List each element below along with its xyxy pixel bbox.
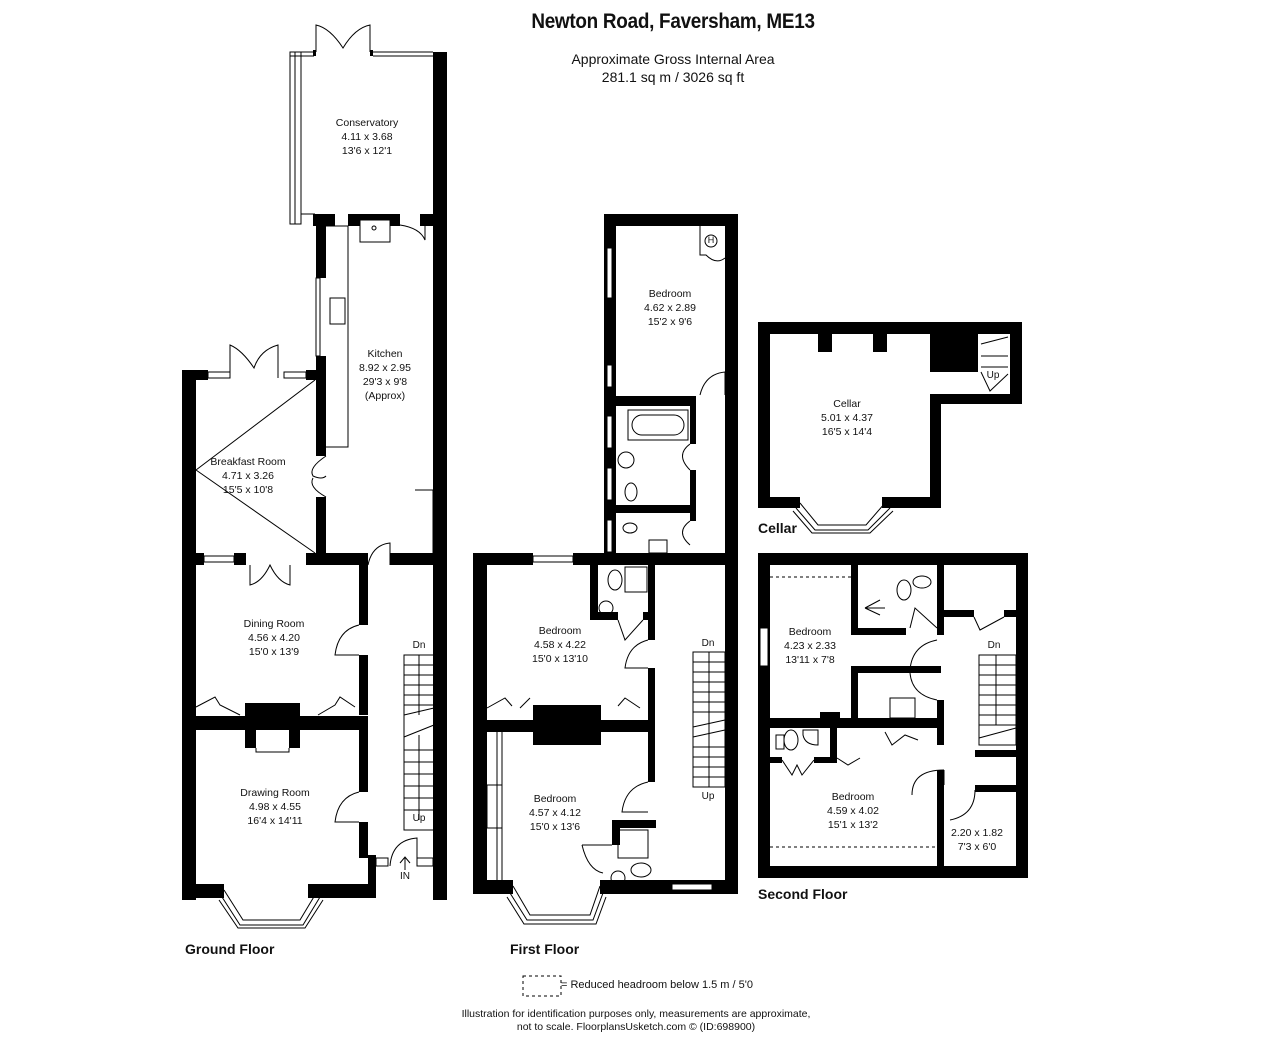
room-name: Dining Room — [243, 618, 305, 630]
room-imperial: 15'0 x 13'6 — [529, 821, 581, 833]
first-stairs — [692, 651, 726, 788]
second-stairs-down: Dn — [987, 640, 1001, 651]
room-imperial: 13'6 x 12'1 — [341, 145, 393, 157]
ground-stairs-up: Up — [412, 813, 426, 824]
room-metric: 4.59 x 4.02 — [827, 805, 879, 817]
cellar-stairs-up: Up — [986, 370, 1000, 381]
room-name: Bedroom — [538, 625, 582, 637]
room-second-store: 2.20 x 1.82 7'3 x 6'0 — [951, 826, 1003, 854]
room-metric: 4.56 x 4.20 — [248, 632, 300, 644]
room-first-bedroom-1: Bedroom 4.62 x 2.89 15'2 x 9'6 — [644, 287, 696, 329]
room-imperial: 16'4 x 14'11 — [247, 815, 303, 827]
page-title: Newton Road, Faversham, ME13 — [531, 10, 815, 33]
room-metric: 4.62 x 2.89 — [644, 302, 696, 314]
first-floor-label: First Floor — [510, 941, 580, 957]
room-name: Bedroom — [788, 626, 832, 638]
room-imperial: 7'3 x 6'0 — [957, 841, 997, 853]
conservatory-walls — [289, 24, 433, 225]
room-second-bedroom-2: Bedroom 4.59 x 4.02 15'1 x 13'2 — [827, 790, 879, 832]
disclaimer-line-1: Illustration for identification purposes… — [461, 1008, 811, 1020]
room-name: Bedroom — [648, 288, 692, 300]
room-second-bedroom-1: Bedroom 4.23 x 2.33 13'11 x 7'8 — [784, 625, 836, 667]
room-kitchen: Kitchen 8.92 x 2.95 29'3 x 9'8 (Approx) — [359, 347, 411, 403]
room-metric: 4.58 x 4.22 — [534, 639, 586, 651]
cellar-label: Cellar — [758, 520, 797, 536]
ground-stairs — [403, 654, 435, 831]
room-first-bedroom-2: Bedroom 4.58 x 4.22 15'0 x 13'10 — [532, 624, 588, 666]
room-imperial: 29'3 x 9'8 — [362, 376, 408, 388]
area-label: Approximate Gross Internal Area — [571, 51, 775, 67]
room-name: Bedroom — [831, 791, 875, 803]
room-name: Cellar — [833, 398, 861, 410]
room-name: Conservatory — [335, 117, 399, 129]
entrance-label: IN — [400, 871, 410, 882]
room-drawing: Drawing Room 4.98 x 4.55 16'4 x 14'11 — [240, 786, 309, 828]
room-metric: 4.71 x 3.26 — [222, 470, 274, 482]
room-imperial: 15'5 x 10'8 — [222, 484, 274, 496]
second-floor-label: Second Floor — [758, 886, 848, 902]
room-metric: 2.20 x 1.82 — [951, 827, 1003, 839]
boiler-icon: H — [707, 235, 715, 245]
room-breakfast: Breakfast Room 4.71 x 3.26 15'5 x 10'8 — [210, 455, 285, 497]
first-floor-plan — [473, 214, 738, 925]
room-first-bedroom-3: Bedroom 4.57 x 4.12 15'0 x 13'6 — [529, 792, 581, 834]
room-dining: Dining Room 4.56 x 4.20 15'0 x 13'9 — [244, 617, 305, 659]
cellar-plan — [758, 322, 1022, 534]
room-metric: 5.01 x 4.37 — [821, 412, 873, 424]
room-metric: 8.92 x 2.95 — [359, 362, 411, 374]
room-name: Kitchen — [367, 348, 403, 360]
ground-floor-label: Ground Floor — [185, 941, 275, 957]
room-note: (Approx) — [364, 390, 406, 402]
first-stairs-down: Dn — [701, 638, 715, 649]
second-floor-plan — [758, 553, 1028, 878]
room-imperial: 13'11 x 7'8 — [785, 654, 835, 666]
room-metric: 4.11 x 3.68 — [341, 131, 393, 143]
room-imperial: 15'0 x 13'9 — [248, 646, 300, 658]
room-metric: 4.57 x 4.12 — [529, 807, 581, 819]
first-stairs-up: Up — [701, 791, 715, 802]
second-stairs — [978, 654, 1017, 746]
legend-reduced-headroom: = Reduced headroom below 1.5 m / 5'0 — [561, 979, 753, 991]
ground-stairs-down: Dn — [412, 640, 426, 651]
ground-floor-plan — [182, 24, 447, 929]
room-name: Bedroom — [533, 793, 577, 805]
room-imperial: 15'1 x 13'2 — [827, 819, 879, 831]
room-cellar: Cellar 5.01 x 4.37 16'5 x 14'4 — [821, 397, 873, 439]
room-metric: 4.23 x 2.33 — [784, 640, 836, 652]
room-name: Drawing Room — [240, 787, 310, 799]
room-imperial: 16'5 x 14'4 — [821, 426, 873, 438]
disclaimer-line-2: not to scale. FloorplansUsketch.com © (I… — [516, 1021, 756, 1033]
room-name: Breakfast Room — [210, 456, 286, 468]
room-metric: 4.98 x 4.55 — [249, 801, 301, 813]
area-value: 281.1 sq m / 3026 sq ft — [601, 69, 745, 85]
legend-dashed-box — [522, 975, 562, 997]
room-imperial: 15'2 x 9'6 — [647, 316, 693, 328]
room-imperial: 15'0 x 13'10 — [532, 653, 588, 665]
room-conservatory: Conservatory 4.11 x 3.68 13'6 x 12'1 — [336, 116, 398, 158]
